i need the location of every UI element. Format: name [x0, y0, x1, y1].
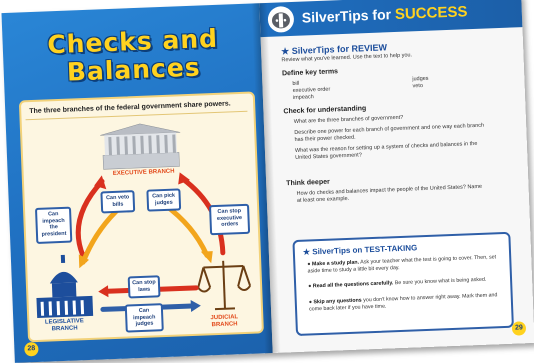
- define-heading: Define key terms: [281, 68, 339, 78]
- judicial-branch-label: JUDICIAL BRANCH: [199, 314, 250, 330]
- power-stop-orders: Can stop executive orders: [209, 203, 251, 236]
- tip-1: ● Make a study plan. Ask your teacher wh…: [307, 254, 497, 275]
- header-prefix: SilverTips for: [301, 6, 396, 26]
- power-impeach-judges: Can impeach judges: [124, 303, 164, 333]
- tip-2-lead: Read all the questions carefully.: [312, 280, 394, 290]
- right-page: SilverTips for SUCCESS ★ SilverTips for …: [259, 0, 534, 353]
- header-bar: SilverTips for SUCCESS: [259, 0, 523, 38]
- tip-2: ● Read all the questions carefully. Be s…: [308, 276, 487, 290]
- page-title: Checks and Balances: [22, 24, 244, 88]
- power-stop-laws: Can stop laws: [127, 275, 161, 299]
- term-veto: veto: [412, 82, 424, 90]
- diagram-art: [36, 123, 252, 318]
- page-number-left: 28: [24, 341, 39, 357]
- badger-face-icon: [271, 12, 290, 29]
- left-page: Checks and Balances The three branches o…: [1, 3, 273, 363]
- power-impeach-president: Can impeach the president: [34, 206, 73, 244]
- think-text: How do checks and balances impact the pe…: [296, 183, 483, 204]
- term-executive-order: executive order: [292, 86, 331, 94]
- test-title-text: SilverTips on TEST-TAKING: [312, 243, 418, 257]
- think-heading: Think deeper: [286, 178, 330, 188]
- checks-balances-diagram: The three branches of the federal govern…: [18, 91, 264, 343]
- term-impeach: impeach: [292, 94, 314, 101]
- star-icon: ★: [302, 247, 311, 257]
- star-icon: ★: [280, 46, 290, 57]
- test-title: ★ SilverTips on TEST-TAKING: [303, 243, 418, 256]
- header-title: SilverTips for SUCCESS: [302, 3, 468, 26]
- header-highlight: SUCCESS: [394, 3, 468, 24]
- question-3: What was the reason for setting up a sys…: [294, 140, 478, 161]
- scales-icon: [197, 260, 252, 311]
- term-judges: judges: [412, 75, 429, 83]
- badger-logo-icon: [267, 5, 295, 33]
- tip-2-text: Be sure you know what is being asked.: [393, 276, 487, 287]
- term-bill: bill: [292, 80, 300, 87]
- check-heading: Check for understanding: [283, 105, 367, 116]
- test-taking-box: ★ SilverTips on TEST-TAKING ● Make a stu…: [292, 231, 514, 337]
- tip-3: ● Skip any questions you don't know how …: [308, 292, 498, 313]
- legislative-branch-label: LEGISLATIVE BRANCH: [39, 318, 90, 334]
- power-pick-judges: Can pick judges: [146, 188, 182, 212]
- white-house-icon: [100, 123, 181, 170]
- capitol-icon: [36, 254, 94, 318]
- power-veto-bills: Can veto bills: [100, 190, 136, 214]
- page-number-right: 29: [511, 321, 527, 336]
- arrow-heads: [78, 172, 213, 313]
